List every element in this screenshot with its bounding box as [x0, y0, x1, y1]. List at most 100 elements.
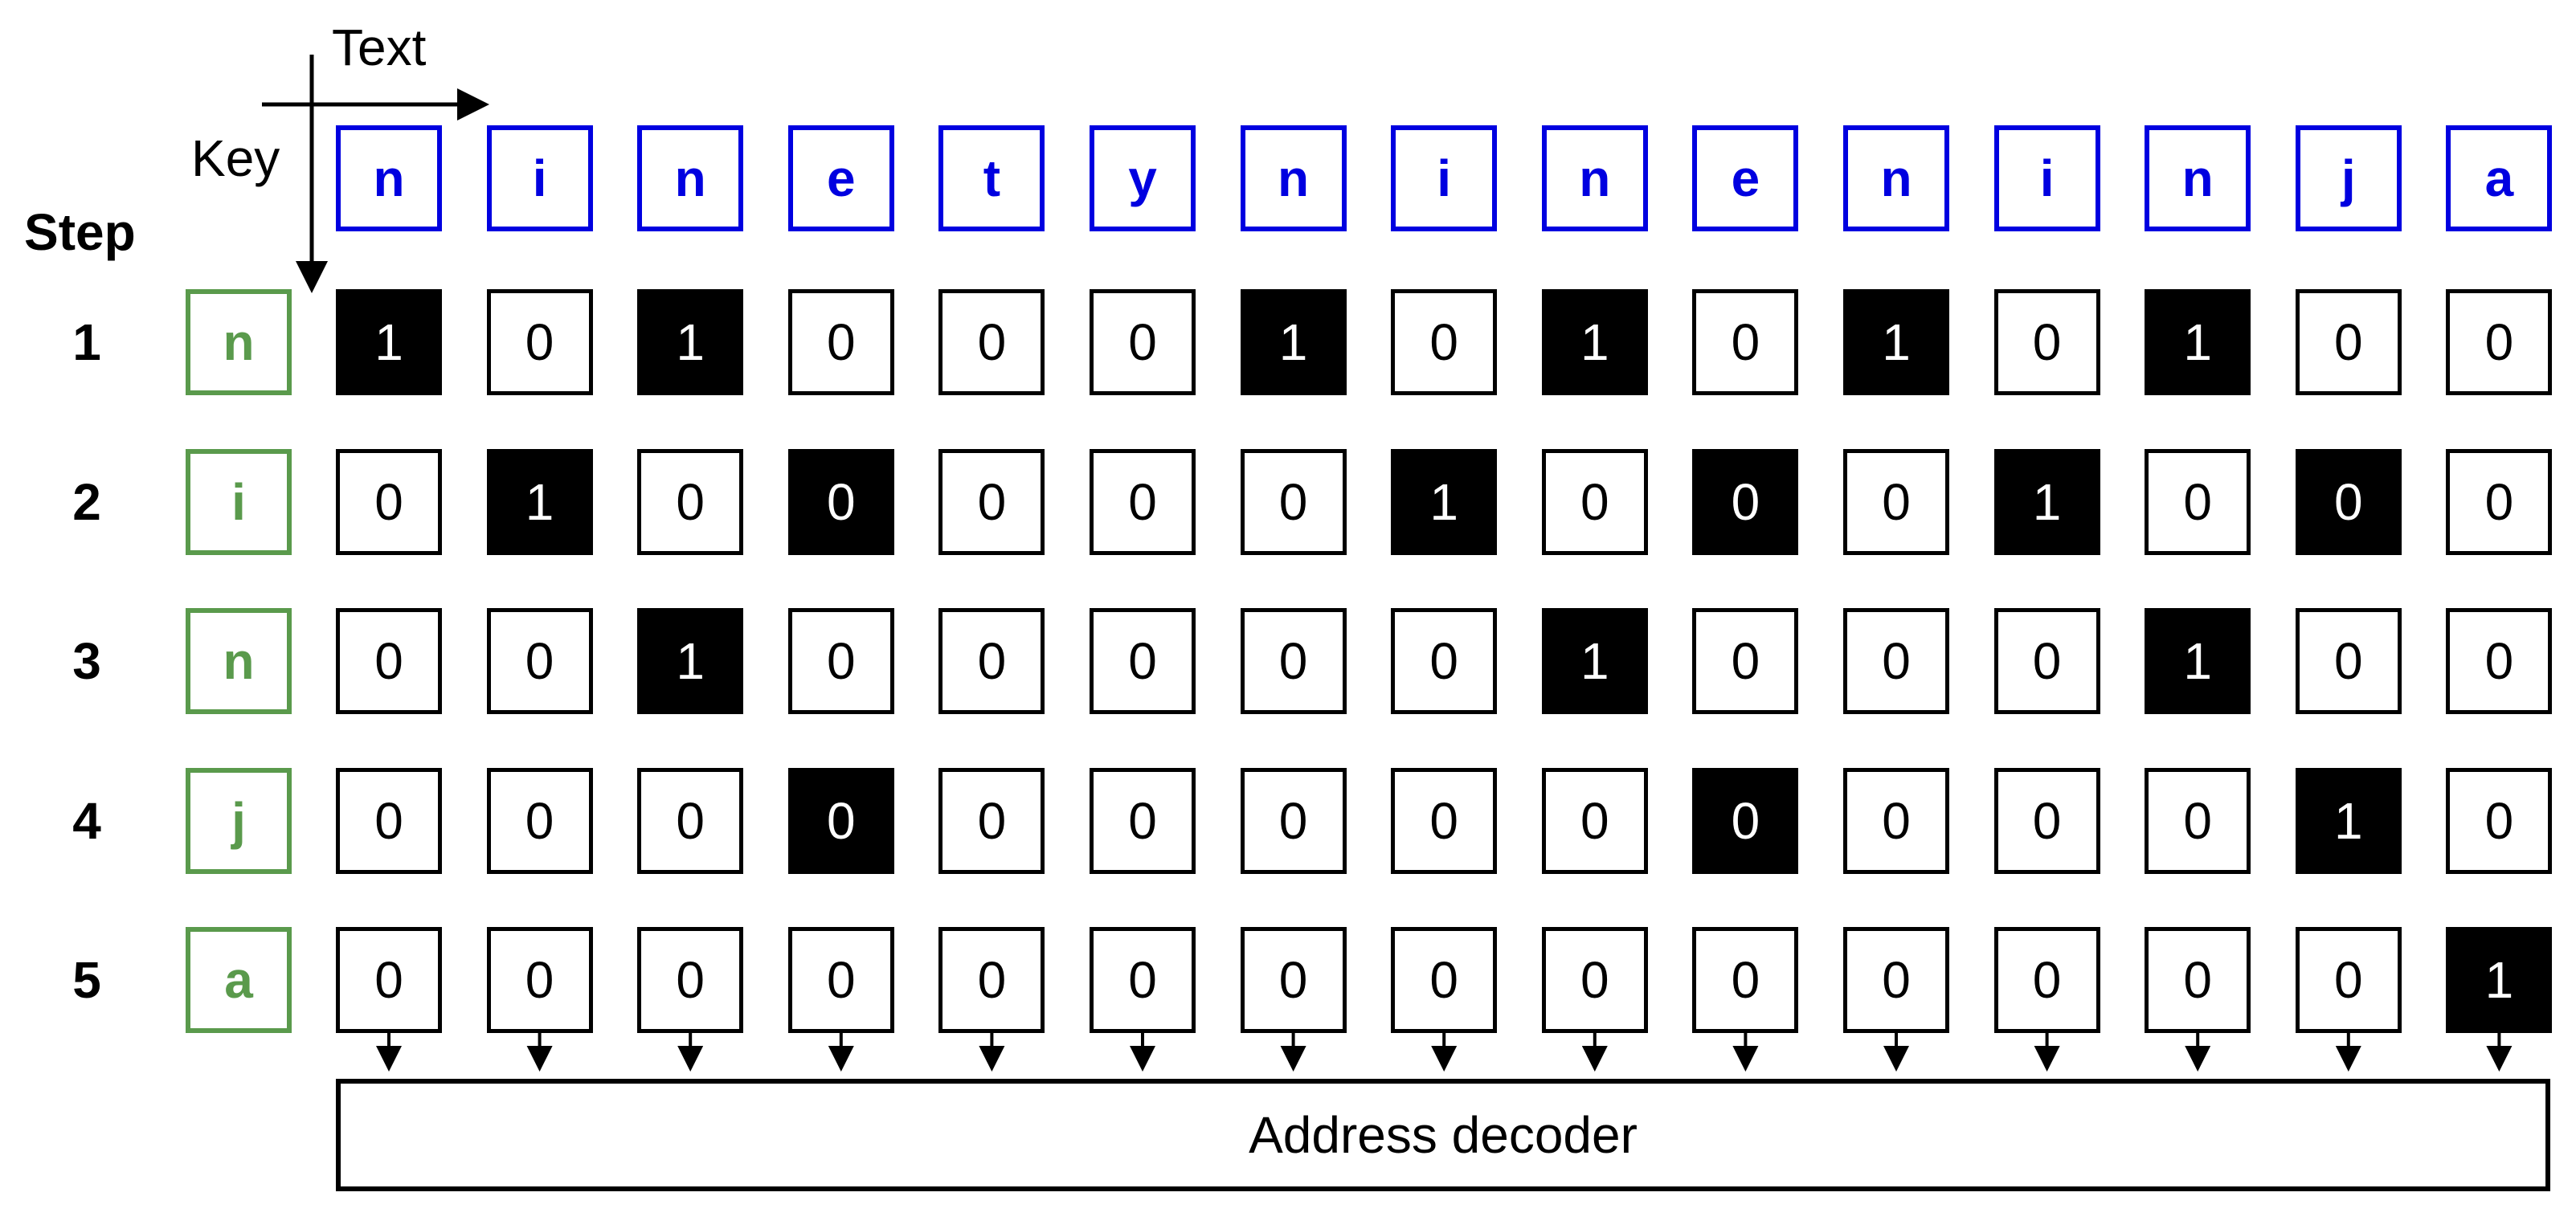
step-number: 3 — [72, 632, 101, 690]
match-cell: 1 — [2446, 927, 2553, 1033]
match-cell: 0 — [1843, 927, 1949, 1033]
column-output-arrows — [376, 1033, 2513, 1072]
match-cell: 0 — [787, 767, 894, 874]
step-number: 4 — [72, 791, 101, 850]
match-cell: 0 — [1692, 608, 1799, 714]
match-cell: 0 — [1993, 767, 2100, 874]
text-char: j — [2295, 125, 2402, 231]
step-number: 5 — [72, 951, 101, 1009]
match-cell: 1 — [2145, 289, 2251, 395]
match-cell: 0 — [336, 767, 442, 874]
match-cell: 0 — [1993, 289, 2100, 395]
match-cell: 0 — [1240, 767, 1347, 874]
key-char: n — [186, 289, 292, 395]
match-cell: 0 — [787, 927, 894, 1033]
address-decoder: Address decoder — [336, 1079, 2550, 1191]
match-cell: 0 — [1843, 448, 1949, 555]
match-cell: 0 — [2446, 448, 2553, 555]
match-cell: 0 — [1391, 767, 1498, 874]
text-char: i — [1993, 125, 2100, 231]
text-char: i — [1391, 125, 1498, 231]
match-cell: 0 — [486, 927, 593, 1033]
match-cell: 0 — [1692, 289, 1799, 395]
address-decoder-label: Address decoder — [1249, 1106, 1638, 1164]
match-cell: 0 — [1240, 608, 1347, 714]
step-number: 1 — [72, 313, 101, 371]
match-cell: 0 — [1090, 927, 1196, 1033]
match-cell: 0 — [938, 927, 1045, 1033]
match-cell: 0 — [938, 448, 1045, 555]
text-char: e — [787, 125, 894, 231]
match-cell: 0 — [1993, 608, 2100, 714]
match-cell: 0 — [1541, 767, 1648, 874]
match-cell: 0 — [1240, 927, 1347, 1033]
match-cell: 0 — [336, 927, 442, 1033]
match-cell: 1 — [2145, 608, 2251, 714]
match-cell: 1 — [336, 289, 442, 395]
step-number: 2 — [72, 472, 101, 531]
text-axis-label: Text — [332, 18, 427, 76]
key-char: n — [186, 608, 292, 714]
match-cell: 1 — [1391, 448, 1498, 555]
match-cell: 0 — [787, 289, 894, 395]
key-axis-label: Key — [191, 129, 280, 187]
match-cell: 0 — [637, 927, 744, 1033]
match-cell: 0 — [938, 608, 1045, 714]
match-cell: 0 — [938, 289, 1045, 395]
match-cell: 1 — [1541, 608, 1648, 714]
match-cell: 0 — [336, 448, 442, 555]
text-char: i — [486, 125, 593, 231]
match-cell: 0 — [1692, 927, 1799, 1033]
match-cell: 0 — [2446, 608, 2553, 714]
match-cell: 0 — [637, 767, 744, 874]
match-cell: 1 — [1843, 289, 1949, 395]
text-char: a — [2446, 125, 2553, 231]
match-cell: 1 — [637, 608, 744, 714]
match-cell: 0 — [2295, 289, 2402, 395]
match-cell: 0 — [2145, 767, 2251, 874]
text-char: n — [1843, 125, 1949, 231]
match-cell: 1 — [2295, 767, 2402, 874]
key-char: a — [186, 927, 292, 1033]
key-char: j — [186, 767, 292, 874]
match-cell: 0 — [2446, 767, 2553, 874]
match-cell: 0 — [1391, 608, 1498, 714]
match-cell: 0 — [787, 608, 894, 714]
text-char: y — [1090, 125, 1196, 231]
match-cell: 0 — [1692, 767, 1799, 874]
match-cell: 0 — [1090, 448, 1196, 555]
match-cell: 0 — [787, 448, 894, 555]
match-cell: 0 — [486, 608, 593, 714]
step-header: Step — [24, 203, 136, 261]
match-cell: 0 — [1541, 927, 1648, 1033]
match-cell: 1 — [637, 289, 744, 395]
match-cell: 0 — [1240, 448, 1347, 555]
text-char: e — [1692, 125, 1799, 231]
text-char: n — [2145, 125, 2251, 231]
match-cell: 0 — [1391, 927, 1498, 1033]
match-cell: 0 — [1993, 927, 2100, 1033]
match-cell: 0 — [938, 767, 1045, 874]
key-char: i — [186, 448, 292, 555]
match-cell: 0 — [1090, 608, 1196, 714]
match-cell: 0 — [1391, 289, 1498, 395]
match-cell: 0 — [1843, 767, 1949, 874]
text-char: n — [637, 125, 744, 231]
match-cell: 0 — [2446, 289, 2553, 395]
text-char: n — [336, 125, 442, 231]
match-cell: 0 — [336, 608, 442, 714]
match-cell: 1 — [486, 448, 593, 555]
match-cell: 1 — [1541, 289, 1648, 395]
match-cell: 0 — [1090, 289, 1196, 395]
match-cell: 0 — [486, 767, 593, 874]
match-cell: 0 — [2295, 927, 2402, 1033]
match-cell: 1 — [1240, 289, 1347, 395]
match-cell: 0 — [1541, 448, 1648, 555]
match-cell: 0 — [1843, 608, 1949, 714]
text-char: n — [1541, 125, 1648, 231]
match-cell: 0 — [637, 448, 744, 555]
match-cell: 0 — [2295, 608, 2402, 714]
match-cell: 0 — [2295, 448, 2402, 555]
